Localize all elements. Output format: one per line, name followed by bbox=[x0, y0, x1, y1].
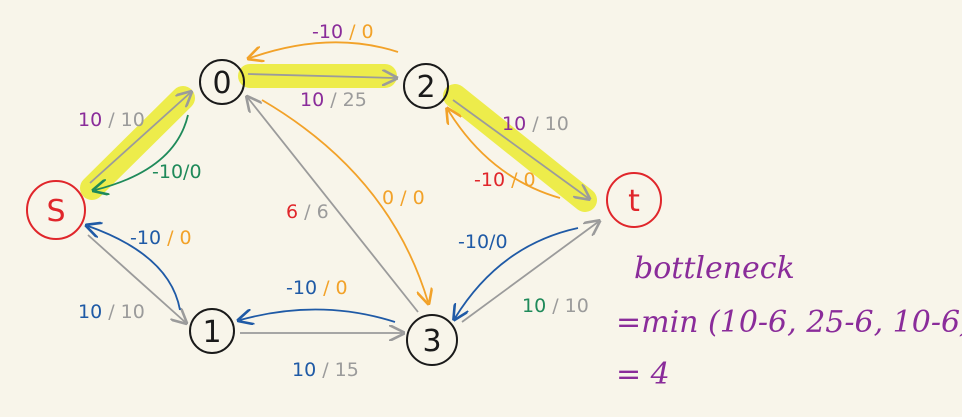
label-t-2-residual: -10 / 0 bbox=[474, 169, 536, 191]
label-3-0-cap: 6 bbox=[317, 201, 329, 223]
label-0-s-residual-flow: -10 bbox=[152, 161, 183, 183]
label-2-t-flow: 10 bbox=[502, 113, 526, 135]
label-s-0-cap: 10 bbox=[121, 109, 145, 131]
node-2-label: 2 bbox=[416, 70, 435, 105]
label-0-s-residual-cap: 0 bbox=[189, 161, 201, 183]
edge-3-0 bbox=[248, 98, 419, 313]
label-3-t-cap: 10 bbox=[565, 295, 589, 317]
label-0-3-residual-cap: 0 bbox=[413, 187, 425, 209]
label-t-3-residual: -10/0 bbox=[458, 231, 508, 253]
edge-s-1 bbox=[87, 234, 185, 322]
edge-0-2 bbox=[247, 74, 395, 78]
node-1: 1 bbox=[189, 308, 235, 354]
edge-0-3-residual bbox=[261, 99, 428, 302]
label-s-0: 10 / 10 bbox=[78, 109, 145, 131]
node-3-label: 3 bbox=[422, 324, 441, 359]
label-t-2-residual-cap: 0 bbox=[524, 169, 536, 191]
edge-t-3-residual bbox=[455, 227, 579, 318]
label-1-3-cap: 15 bbox=[335, 359, 359, 381]
label-1-s-residual-flow: -10 bbox=[130, 227, 161, 249]
edge-1-s-residual bbox=[88, 226, 181, 311]
node-0: 0 bbox=[199, 59, 245, 105]
label-0-2-cap: 25 bbox=[343, 89, 367, 111]
edge-0-s-residual bbox=[95, 114, 189, 190]
edge-labels: 10 / 10 -10/0 -10 / 0 10 / 25 10 / 10 -1… bbox=[78, 21, 589, 381]
label-2-t-cap: 10 bbox=[545, 113, 569, 135]
node-t: t bbox=[606, 172, 662, 228]
node-s: S bbox=[26, 180, 86, 240]
edge-3-1-residual bbox=[240, 308, 396, 322]
label-2-t: 10 / 10 bbox=[502, 113, 569, 135]
node-3: 3 bbox=[406, 314, 458, 366]
node-2: 2 bbox=[403, 63, 449, 109]
label-0-s-residual: -10/0 bbox=[152, 161, 202, 183]
label-s-1: 10 / 10 bbox=[78, 301, 145, 323]
label-s-1-cap: 10 bbox=[121, 301, 145, 323]
label-3-t: 10 / 10 bbox=[522, 295, 589, 317]
edges bbox=[87, 41, 598, 333]
note-line-3: = 4 bbox=[616, 357, 670, 392]
node-t-label: t bbox=[628, 184, 640, 219]
edge-2-t bbox=[452, 99, 588, 198]
label-2-0-residual: -10 / 0 bbox=[312, 21, 374, 43]
label-1-3: 10 / 15 bbox=[292, 359, 359, 381]
label-1-3-flow: 10 bbox=[292, 359, 316, 381]
label-t-2-residual-flow: -10 bbox=[474, 169, 505, 191]
label-1-s-residual: -10 / 0 bbox=[130, 227, 192, 249]
label-0-2-flow: 10 bbox=[300, 89, 324, 111]
node-s-label: S bbox=[46, 194, 65, 229]
label-2-0-residual-flow: -10 bbox=[312, 21, 343, 43]
label-s-0-flow: 10 bbox=[78, 109, 102, 131]
note-line-1: bottleneck bbox=[634, 251, 795, 286]
label-t-3-residual-flow: -10 bbox=[458, 231, 489, 253]
label-3-0-flow: 6 bbox=[286, 201, 298, 223]
edge-3-t bbox=[461, 222, 598, 323]
nodes: S 0 2 t 1 3 bbox=[26, 59, 662, 366]
label-3-1-residual-cap: 0 bbox=[336, 277, 348, 299]
label-3-0: 6 / 6 bbox=[286, 201, 329, 223]
label-0-3-residual: 0 / 0 bbox=[382, 187, 425, 209]
label-3-t-flow: 10 bbox=[522, 295, 546, 317]
label-2-0-residual-cap: 0 bbox=[362, 21, 374, 43]
bottleneck-note: bottleneck =min (10-6, 25-6, 10-6) = 4 bbox=[616, 251, 962, 392]
label-0-2: 10 / 25 bbox=[300, 89, 367, 111]
label-3-1-residual: -10 / 0 bbox=[286, 277, 348, 299]
node-0-label: 0 bbox=[212, 66, 231, 101]
label-t-3-residual-cap: 0 bbox=[495, 231, 507, 253]
label-1-s-residual-cap: 0 bbox=[180, 227, 192, 249]
edge-2-0-residual bbox=[250, 41, 399, 58]
label-0-3-residual-flow: 0 bbox=[382, 187, 394, 209]
label-s-1-flow: 10 bbox=[78, 301, 102, 323]
edge-t-2-residual bbox=[448, 110, 561, 199]
label-3-1-residual-flow: -10 bbox=[286, 277, 317, 299]
node-1-label: 1 bbox=[202, 315, 221, 350]
note-line-2: =min (10-6, 25-6, 10-6) bbox=[616, 305, 962, 340]
edge-s-0 bbox=[89, 93, 190, 184]
